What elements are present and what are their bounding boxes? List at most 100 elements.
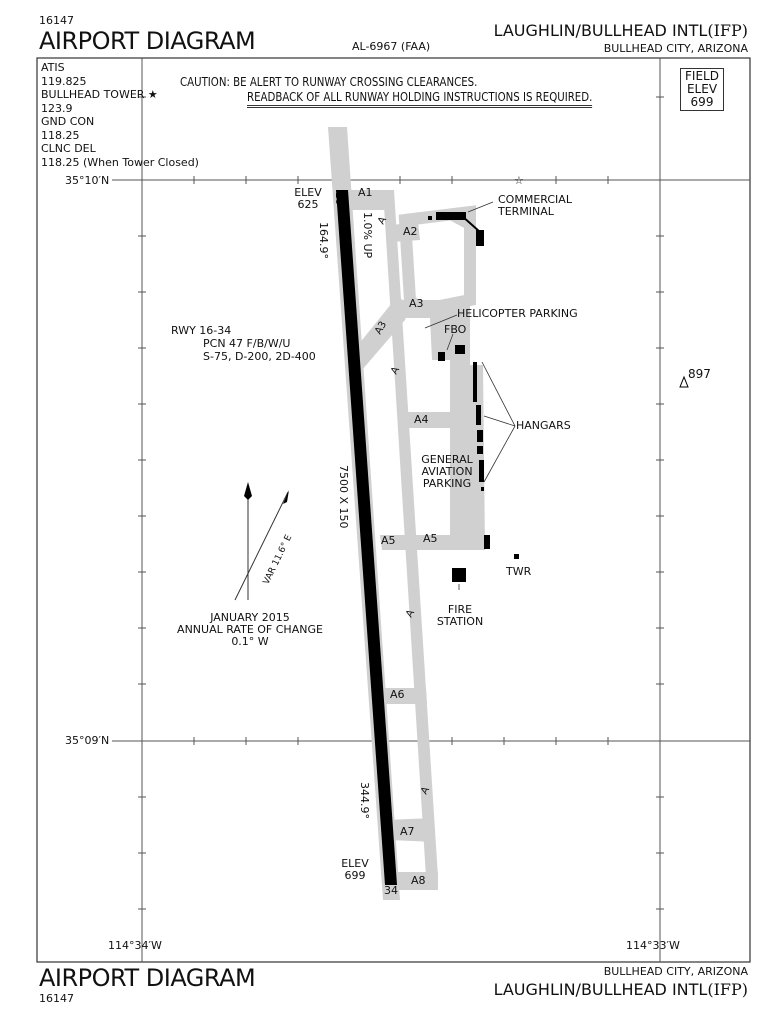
elev-label: ELEV xyxy=(294,186,322,199)
field-elev-value: 699 xyxy=(690,95,714,109)
label-line: TERMINAL xyxy=(498,205,554,219)
hangar-row xyxy=(473,362,477,402)
label-line: STATION xyxy=(436,615,484,629)
airport-name: LAUGHLIN/BULLHEAD INTL(IFP) xyxy=(494,22,748,40)
taxiway-a5 xyxy=(380,535,450,550)
magnetic-info: JANUARY 2015 ANNUAL RATE OF CHANGE 0.1° … xyxy=(160,611,340,649)
airport-code: (IFP) xyxy=(707,980,748,999)
runway-pcn: PCN 47 F/B/W/U xyxy=(203,337,291,350)
footer-airport-name: LAUGHLIN/BULLHEAD INTL(IFP) xyxy=(494,981,748,999)
taxiway-a7 xyxy=(386,818,435,842)
faa-id: AL-6967 (FAA) xyxy=(352,40,431,53)
footer-city: BULLHEAD CITY, ARIZONA xyxy=(603,965,748,978)
caution-line-2: READBACK OF ALL RUNWAY HOLDING INSTRUCTI… xyxy=(247,90,593,109)
longitude-east: 114°33′W xyxy=(626,939,680,952)
field-elevation-box: FIELD ELEV 699 xyxy=(680,68,724,111)
fbo-label: FBO xyxy=(444,323,467,336)
runway-gradient: 1.0% UP xyxy=(361,212,374,258)
runway-16-34 xyxy=(336,190,397,885)
chart-title: AIRPORT DIAGRAM xyxy=(39,27,256,55)
chart-frame xyxy=(36,57,751,963)
taxiway-a6-label: A6 xyxy=(390,688,405,701)
field-elev-label-2: ELEV xyxy=(686,82,718,96)
taxiway-a-label: A xyxy=(376,215,389,227)
commercial-terminal-building xyxy=(436,212,466,220)
latitude-north: 35°10′N xyxy=(62,174,113,188)
callout-lines xyxy=(424,201,516,590)
taxiway-a-label: A xyxy=(389,365,402,377)
terminal-concourse xyxy=(476,230,484,246)
freq-clearance-value: 118.25 (When Tower Closed) xyxy=(41,155,199,169)
tower-building xyxy=(514,554,519,559)
taxiway-a2-label: A2 xyxy=(403,225,418,238)
label-line: PARKING xyxy=(422,477,472,491)
runway-heading-north: 164.9° xyxy=(317,222,330,259)
freq-clearance-label: CLNC DEL xyxy=(41,142,96,155)
magnetic-north-arrow xyxy=(234,490,289,601)
elev-label: ELEV xyxy=(341,857,369,870)
field-elev-label: FIELD xyxy=(685,69,719,83)
fbo-building xyxy=(438,352,445,361)
magnetic-rate: 0.1° W xyxy=(231,635,269,649)
grid-ticks xyxy=(138,96,664,910)
taxiway-a5-west-label: A5 xyxy=(381,534,396,547)
buildings xyxy=(428,212,519,582)
apron xyxy=(425,210,485,550)
taxiway-a4 xyxy=(405,412,450,428)
runway-dimensions: 7500 X 150 xyxy=(337,465,350,529)
latitude-south: 35°09′N xyxy=(62,734,113,748)
hangars-label: HANGARS xyxy=(516,419,571,432)
helicopter-parking-label: HELICOPTER PARKING xyxy=(457,307,578,320)
label-line: COMMERCIAL xyxy=(498,193,572,206)
runway-34-label: 34 xyxy=(384,884,398,897)
obstacle-icon xyxy=(679,375,689,388)
north-arrow xyxy=(244,482,252,600)
taxiway-a1 xyxy=(348,190,394,210)
magnetic-date: JANUARY 2015 xyxy=(210,611,290,624)
caution-line-1: CAUTION: BE ALERT TO RUNWAY CROSSING CLE… xyxy=(180,75,478,89)
taxiway-a3-label: A3 xyxy=(409,297,424,310)
runway-id: RWY 16-34 xyxy=(171,324,232,337)
freq-atis-value: 119.825 xyxy=(41,74,87,88)
magnetic-variation: VAR 11.6° E xyxy=(262,533,295,586)
elev-value: 699 xyxy=(344,869,366,883)
taxiway-a xyxy=(383,190,438,877)
frequency-list: ATIS 119.825 BULLHEAD TOWER ★ 123.9 GND … xyxy=(41,61,199,169)
taxiway-a8 xyxy=(394,872,438,890)
magnetic-rate-label: ANNUAL RATE OF CHANGE xyxy=(177,623,323,637)
taxiway-a8-label: A8 xyxy=(411,874,426,887)
taxiway-a6 xyxy=(372,688,427,704)
label-line: AVIATION xyxy=(421,465,473,479)
label-line: GENERAL xyxy=(421,453,473,466)
taxiway-a7-label: A7 xyxy=(400,825,415,838)
taxiway-a1-label: A1 xyxy=(358,186,373,199)
elev-value: 625 xyxy=(297,198,319,212)
freq-atis-label: ATIS xyxy=(41,61,65,74)
taxiway-a3 xyxy=(394,300,470,318)
freq-tower-value: 123.9 xyxy=(41,101,73,115)
freq-tower-label: BULLHEAD TOWER ★ xyxy=(41,88,158,101)
footer-chart-number: 16147 xyxy=(39,992,74,1005)
obstacle-elevation: 897 xyxy=(688,367,711,381)
longitude-west: 114°34′W xyxy=(108,939,162,952)
runway-16-label: 16 xyxy=(333,192,344,205)
taxiway-a4-label: A4 xyxy=(414,413,429,426)
taxiway-a-label: A xyxy=(419,785,432,797)
taxiway-a5-east-label: A5 xyxy=(423,532,438,545)
airport-name-text: LAUGHLIN/BULLHEAD INTL xyxy=(493,21,708,40)
chart-number: 16147 xyxy=(39,14,74,27)
airport-name-text: LAUGHLIN/BULLHEAD INTL xyxy=(493,980,708,999)
runway-strength: S-75, D-200, 2D-400 xyxy=(203,350,316,363)
airport-code: (IFP) xyxy=(707,21,748,40)
beacon-icon: ☆ xyxy=(514,174,524,187)
tower-label: TWR xyxy=(506,565,532,578)
freq-ground-value: 118.25 xyxy=(41,128,80,142)
footer-title: AIRPORT DIAGRAM xyxy=(39,964,256,992)
runway-heading-south: 344.9° xyxy=(358,782,371,819)
